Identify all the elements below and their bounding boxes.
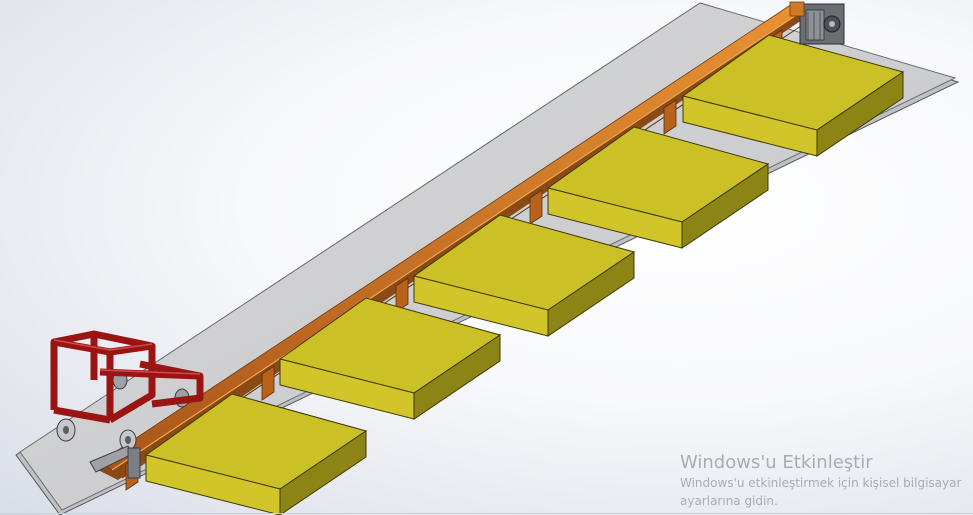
bottom-divider	[0, 513, 973, 514]
yellow-box	[144, 393, 368, 515]
yellow-boxes	[144, 34, 905, 515]
rail-bracket	[261, 365, 275, 401]
watermark-title: Windows'u Etkinleştir	[680, 452, 873, 473]
guide-rail	[98, 3, 811, 480]
yellow-box	[681, 34, 905, 157]
yellow-box	[546, 126, 770, 249]
transfer-cart	[50, 330, 204, 479]
yellow-box	[278, 297, 502, 420]
rail-bracket	[529, 189, 543, 225]
watermark-line-1: Windows'u etkinleştirmek için kişisel bi…	[680, 476, 962, 490]
watermark-line-2: ayarlarına gidin.	[680, 494, 778, 508]
yellow-box	[412, 214, 636, 337]
rail-bracket	[395, 277, 409, 313]
drive-motor	[789, 1, 845, 45]
windows-activation-watermark: Windows'u Etkinleştir Windows'u etkinleş…	[680, 452, 973, 510]
rail-bracket	[663, 99, 677, 135]
